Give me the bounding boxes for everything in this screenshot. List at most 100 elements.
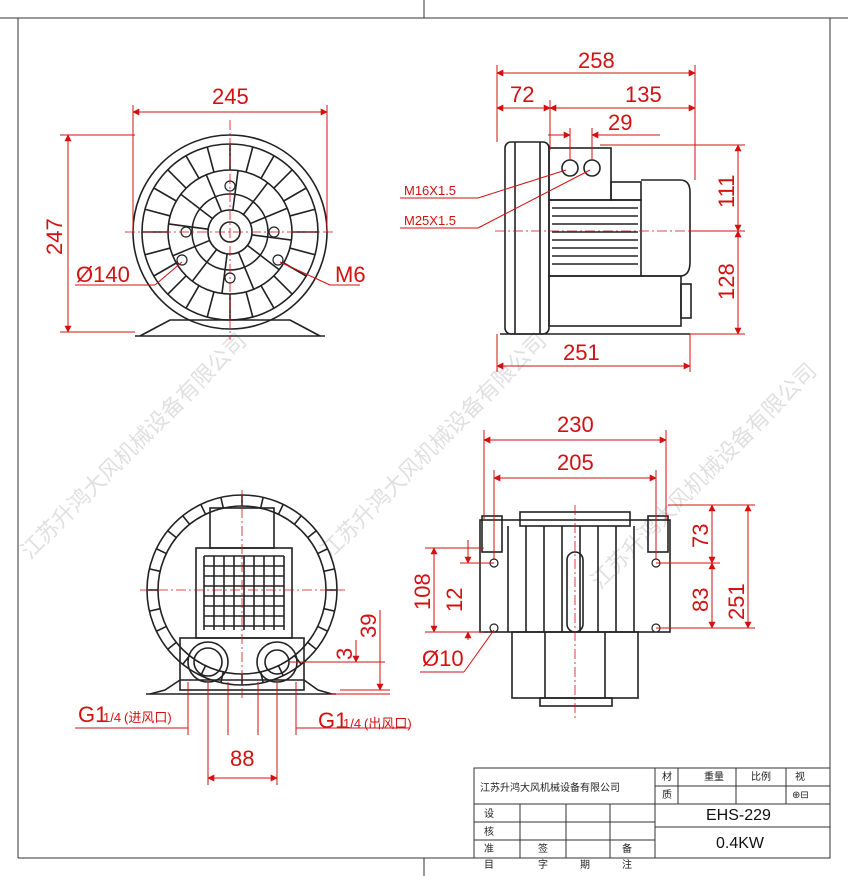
rear-rib xyxy=(317,548,328,555)
inlet-g: G1 xyxy=(78,702,107,727)
inlet-text: (进风口) xyxy=(124,710,172,725)
front-rib xyxy=(260,285,275,309)
tb-foot-2: 字 xyxy=(538,858,548,871)
dim-111: 111 xyxy=(714,175,739,208)
front-rib xyxy=(289,247,316,256)
rear-rib xyxy=(182,515,191,525)
front-view: 245 247 Ø140 M6 xyxy=(42,84,366,340)
rear-rib xyxy=(149,607,161,612)
dim-135: 135 xyxy=(625,82,662,107)
front-spoke xyxy=(246,244,280,271)
dim-251-top: 251 xyxy=(724,583,749,620)
rear-rib xyxy=(156,625,167,632)
dim-247: 247 xyxy=(42,218,67,255)
front-spoke xyxy=(232,170,239,211)
dim-88: 88 xyxy=(230,746,254,771)
side-view: 258 72 135 29 111 128 251 M16X1.5 M25X1.… xyxy=(400,48,745,372)
dim-83: 83 xyxy=(688,588,713,612)
front-rib xyxy=(273,169,293,189)
front-spoke xyxy=(250,207,288,225)
tb-foot-3: 期 xyxy=(580,859,590,871)
dim-245: 245 xyxy=(212,84,249,109)
front-spoke xyxy=(172,239,210,257)
rear-rib xyxy=(200,504,207,515)
rear-rib xyxy=(293,655,302,665)
front-rib xyxy=(245,146,254,173)
dim-108: 108 xyxy=(410,573,435,610)
front-spoke xyxy=(168,223,209,230)
dim-3: 3 xyxy=(332,648,357,660)
dim-m6: M6 xyxy=(335,262,366,287)
front-rib xyxy=(289,208,316,217)
front-rib xyxy=(206,146,215,173)
front-spoke xyxy=(221,253,228,294)
watermark-3: 江苏升鸿大风机械设备有限公司 xyxy=(587,359,822,594)
tb-std: 准 xyxy=(484,843,494,855)
watermark-1: 江苏升鸿大风机械设备有限公司 xyxy=(17,329,252,564)
dim-dia-10: Ø10 xyxy=(422,646,464,671)
tb-view-symbol: ⊕⊟ xyxy=(792,790,809,801)
tb-design: 设 xyxy=(484,808,494,820)
front-rib xyxy=(144,208,171,217)
tb-foot-1: 目 xyxy=(484,860,494,871)
rear-rib xyxy=(156,548,167,555)
tb-power: 0.4KW xyxy=(716,835,765,852)
front-spoke xyxy=(237,252,255,290)
front-spoke xyxy=(205,174,223,212)
dim-72: 72 xyxy=(510,82,534,107)
rear-rib xyxy=(149,568,161,573)
rear-rib xyxy=(167,641,177,650)
front-rib xyxy=(245,291,254,318)
watermark-layer: 江苏升鸿大风机械设备有限公司 江苏升鸿大风机械设备有限公司 江苏升鸿大风机械设备… xyxy=(17,329,822,594)
rear-rib xyxy=(277,665,284,676)
outlet-text: (出风口) xyxy=(364,716,412,731)
tb-material-bottom: 质 xyxy=(662,789,672,801)
front-spoke xyxy=(251,234,292,241)
tb-check: 核 xyxy=(484,825,494,838)
front-rib xyxy=(206,291,215,318)
tb-weight: 重量 xyxy=(704,770,724,783)
dim-128: 128 xyxy=(714,263,739,300)
front-rib xyxy=(153,187,177,202)
dim-73: 73 xyxy=(688,524,713,548)
tb-sign: 签 xyxy=(538,842,548,855)
front-spoke xyxy=(242,182,269,216)
front-rib xyxy=(185,285,200,309)
tb-note: 备 xyxy=(622,842,632,855)
front-rib xyxy=(260,155,275,179)
thread-m16: M16X1.5 xyxy=(404,183,456,198)
dim-dia-140: Ø140 xyxy=(76,262,130,287)
rear-rib xyxy=(167,530,177,539)
outlet-label: G1 1/4 (出风口) xyxy=(318,708,412,733)
thread-m25: M25X1.5 xyxy=(404,213,456,228)
dim-258: 258 xyxy=(578,48,615,73)
outlet-g: G1 xyxy=(318,708,347,733)
tb-model: EHS-229 xyxy=(706,807,771,824)
front-rib xyxy=(167,169,187,189)
watermark-2: 江苏升鸿大风机械设备有限公司 xyxy=(317,329,552,564)
rear-rib xyxy=(323,607,335,612)
tb-foot-4: 注 xyxy=(622,858,632,871)
rear-rib xyxy=(307,641,317,650)
tb-material-top: 材 xyxy=(662,770,672,783)
rear-view: 39 3 88 G1 1/4 (进风口) G1 1/4 (出风口) xyxy=(75,490,412,785)
dim-251-side: 251 xyxy=(563,340,600,365)
front-rib xyxy=(144,247,171,256)
rear-rib xyxy=(323,568,335,573)
rear-rib xyxy=(307,530,317,539)
top-view: 230 205 108 12 Ø10 73 83 251 xyxy=(410,412,755,720)
front-rib xyxy=(283,187,307,202)
front-rib xyxy=(185,155,200,179)
rear-rib xyxy=(317,625,328,632)
rear-rib xyxy=(259,497,264,509)
inlet-sup: 1/4 xyxy=(103,710,121,725)
dim-29: 29 xyxy=(608,110,632,135)
front-rib xyxy=(273,275,293,295)
dim-205: 205 xyxy=(557,450,594,475)
dim-12: 12 xyxy=(442,588,467,612)
dim-230: 230 xyxy=(557,412,594,437)
inlet-label: G1 1/4 (进风口) xyxy=(78,702,172,727)
front-rib xyxy=(153,262,177,277)
front-spoke xyxy=(180,193,214,220)
